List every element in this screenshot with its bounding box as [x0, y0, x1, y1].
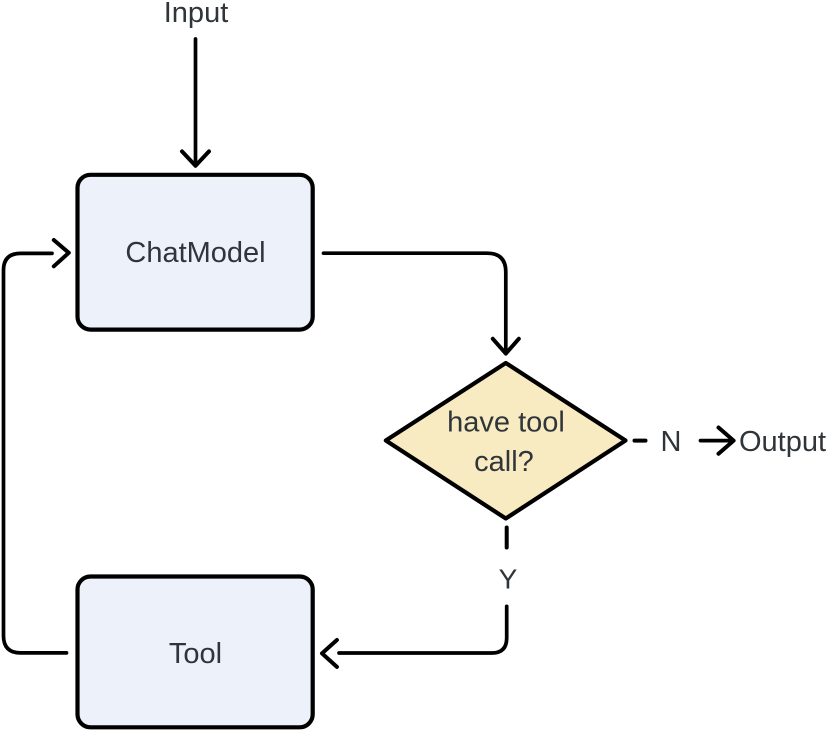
svg-text:ChatModel: ChatModel	[125, 237, 265, 269]
svg-text:Tool: Tool	[169, 638, 222, 670]
svg-text:Input: Input	[164, 0, 229, 29]
svg-text:Output: Output	[739, 426, 826, 458]
svg-text:Y: Y	[499, 564, 518, 595]
svg-text:have tool: have tool	[447, 407, 565, 439]
svg-text:call?: call?	[474, 446, 534, 478]
svg-text:N: N	[661, 426, 682, 458]
